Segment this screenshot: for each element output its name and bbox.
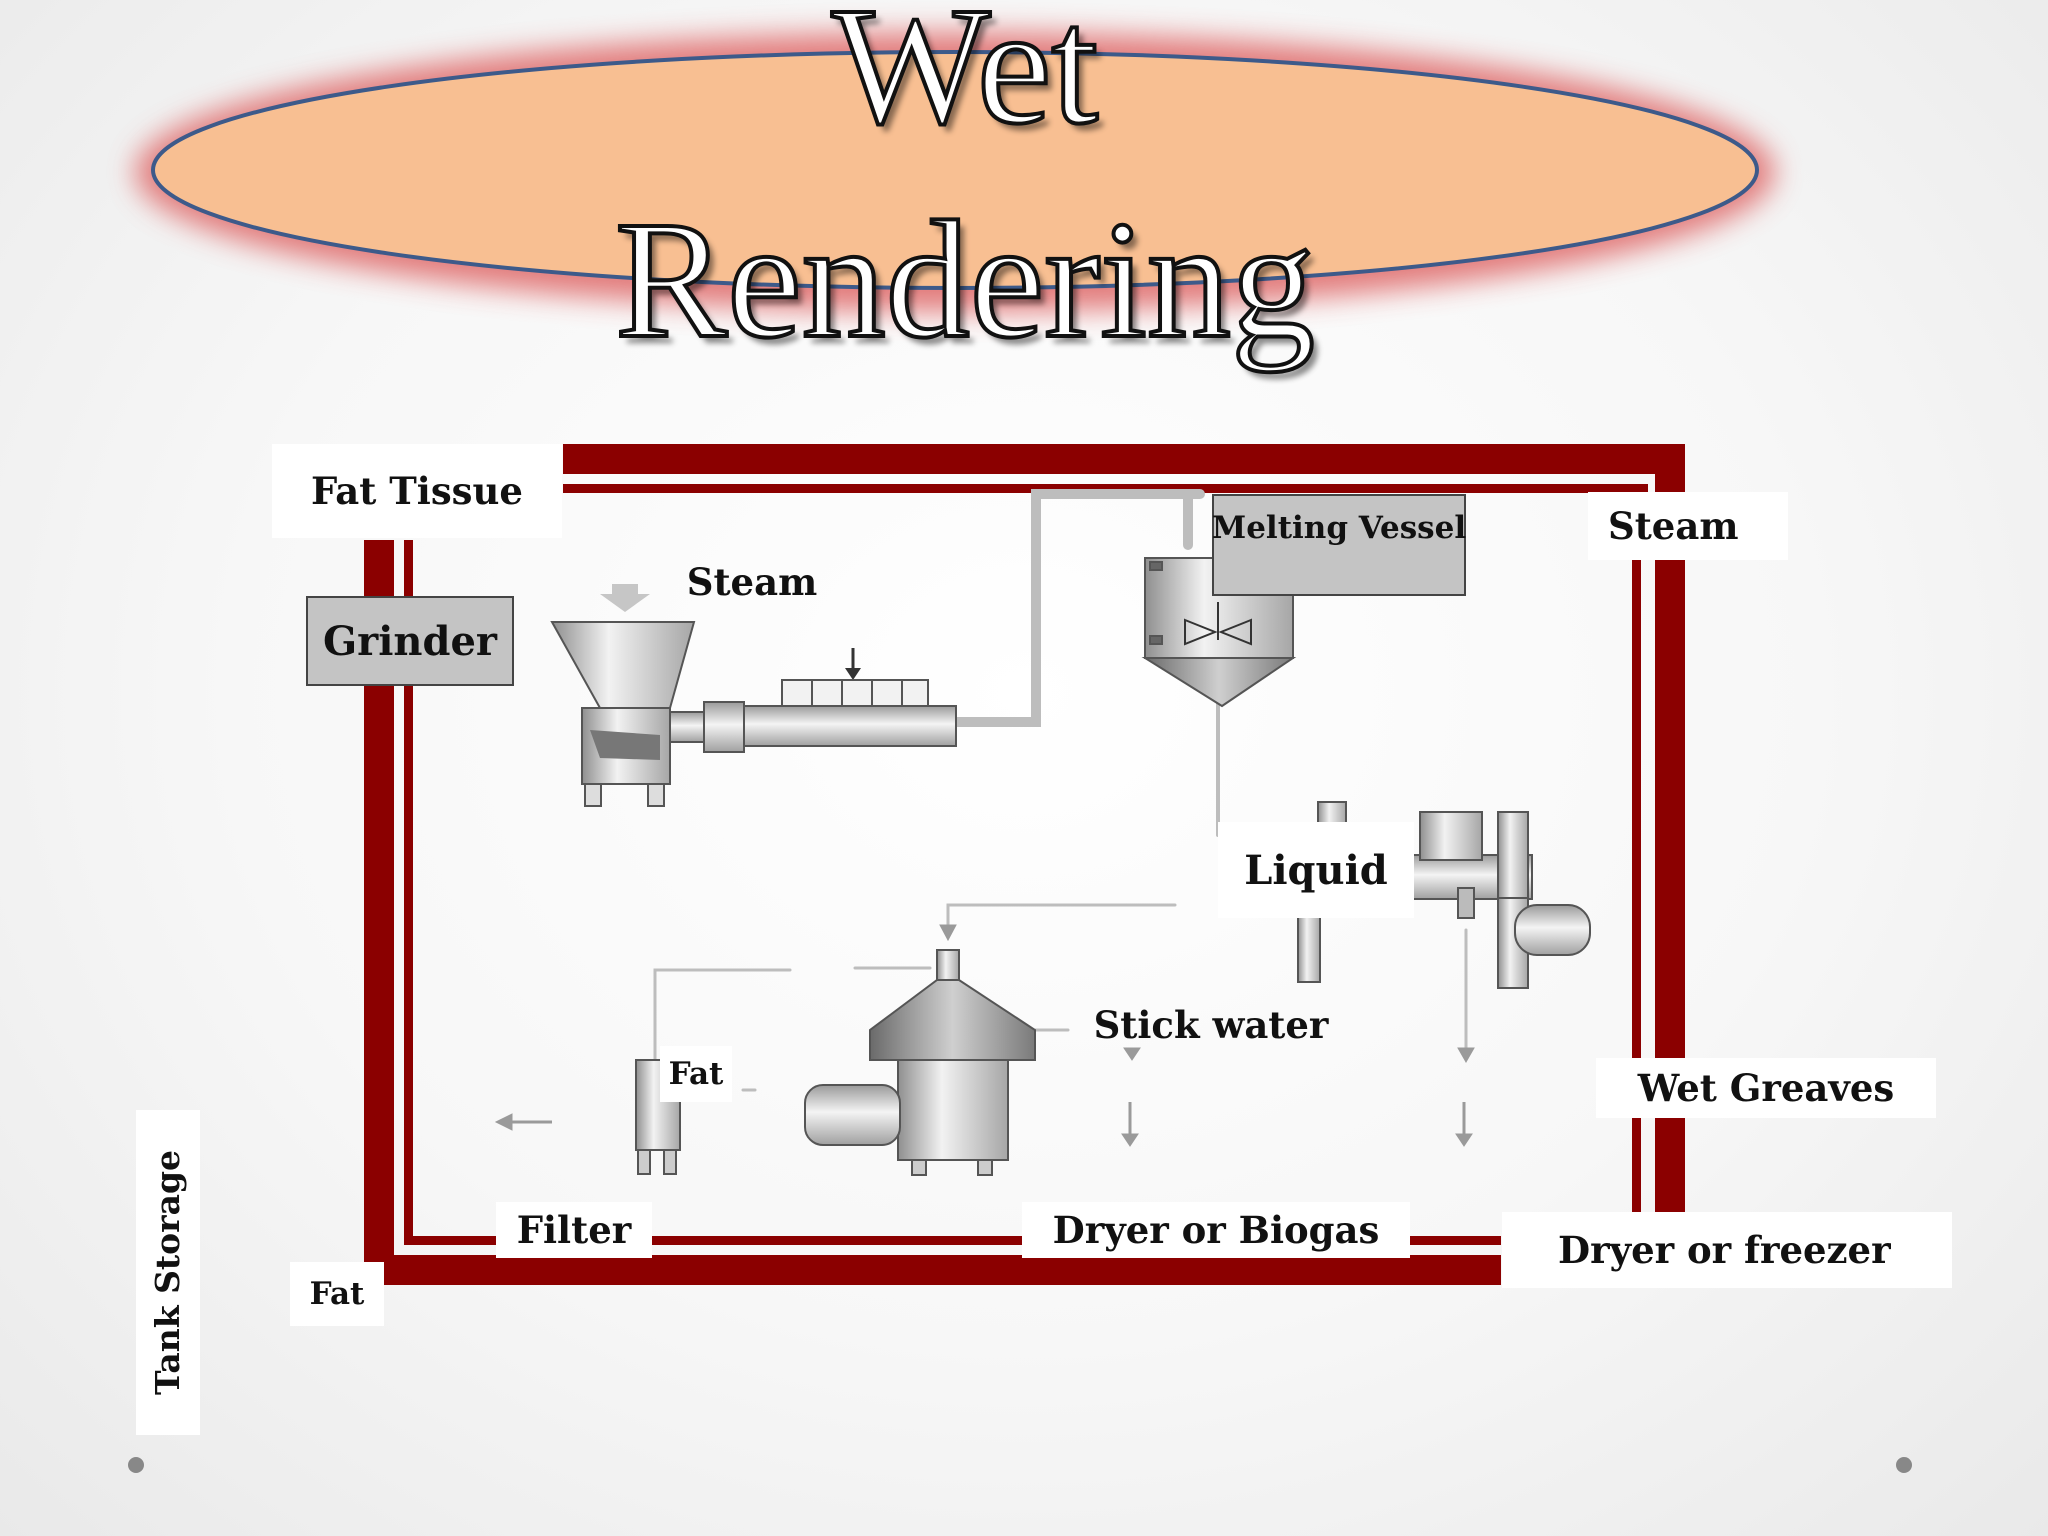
label-steam-top: Steam: [686, 560, 818, 604]
label-tank-storage: Tank Storage: [136, 1110, 200, 1435]
slide-dot-left: [128, 1457, 144, 1473]
label-wet-greaves: Wet Greaves: [1596, 1058, 1936, 1118]
label-steam-right: Steam: [1588, 492, 1788, 560]
label-melting-vessel: Melting Vessel: [1212, 494, 1466, 596]
label-dryer-freezer: Dryer or freezer: [1502, 1212, 1952, 1288]
label-fat-tissue: Fat Tissue: [272, 444, 562, 538]
label-liquid: Liquid: [1218, 822, 1414, 918]
title-line-wet: Wet: [830, 0, 1100, 159]
label-fat-tank: Fat: [290, 1262, 384, 1326]
flow-arrows: [494, 584, 1475, 1147]
label-dryer-biogas: Dryer or Biogas: [1022, 1202, 1410, 1258]
label-grinder: Grinder: [306, 596, 514, 686]
title-ellipse: [135, 32, 1775, 312]
label-filter: Filter: [496, 1202, 652, 1258]
slide-dot-right: [1896, 1457, 1912, 1473]
title-line-rendering: Rendering: [613, 187, 1317, 373]
grinder-machine: [550, 621, 957, 807]
centrifuge-machine: [804, 949, 1036, 1176]
label-tank-storage-text: Tank Storage: [148, 1149, 188, 1396]
label-fat-separator: Fat: [660, 1046, 732, 1102]
label-stick-water: Stick water: [1093, 1003, 1329, 1047]
